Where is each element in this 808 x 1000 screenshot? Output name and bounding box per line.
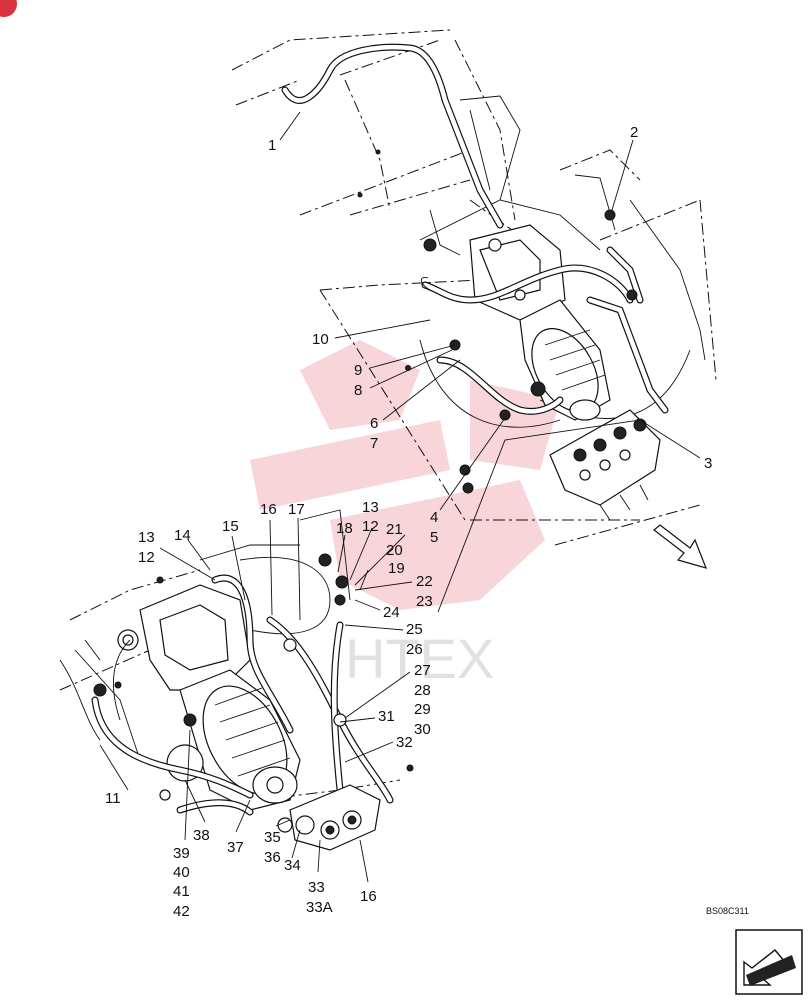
- callout-label: 18: [336, 520, 353, 537]
- callout-label: 41: [173, 883, 190, 900]
- callout-label: 40: [173, 864, 190, 881]
- callout-label: 35: [264, 829, 281, 846]
- callout-label: 11: [105, 790, 121, 807]
- lower-hoses: [59, 574, 394, 816]
- callout-label: 30: [414, 721, 431, 738]
- callout-label: 29: [414, 701, 431, 718]
- callout-label: 7: [370, 435, 378, 452]
- callout-label: 16: [260, 501, 277, 518]
- callout-label: 25: [406, 621, 423, 638]
- lower-fittings: [93, 553, 414, 801]
- callout-label: 13: [362, 499, 379, 516]
- callout-label: 12: [362, 518, 379, 535]
- watermark-logo: HTEX: [250, 340, 560, 690]
- callout-label: 14: [174, 527, 191, 544]
- upper-hose-1: [281, 43, 504, 229]
- callout-label: 38: [193, 827, 210, 844]
- callout-label: 20: [386, 542, 403, 559]
- callout-label: 24: [383, 604, 400, 621]
- drawing-code: BS08C311: [706, 906, 749, 916]
- callout-label: 27: [414, 662, 431, 679]
- orientation-arrow-icon: [653, 524, 708, 569]
- callout-label: 8: [354, 382, 362, 399]
- upper-hoses: [421, 246, 669, 415]
- callout-label: 28: [414, 682, 431, 699]
- callout-label: 16: [360, 888, 377, 905]
- callout-label: 36: [264, 849, 281, 866]
- corner-nav-icon[interactable]: [0, 0, 17, 17]
- callout-labels: 1 2 3 10 9 8 6 7 4 5 13 12 14 15 16 17 1…: [105, 124, 712, 920]
- callout-label: 4: [430, 509, 438, 526]
- callout-label: 22: [416, 573, 433, 590]
- callout-label: 13: [138, 529, 155, 546]
- lower-control-valve: [277, 784, 381, 851]
- callout-label: 26: [406, 641, 423, 658]
- callout-label: 42: [173, 903, 190, 920]
- upper-control-valve: [549, 409, 661, 521]
- callout-label: 10: [312, 331, 329, 348]
- callout-label: 32: [396, 734, 413, 751]
- callout-label: 23: [416, 593, 433, 610]
- corner-nav-icon[interactable]: [735, 929, 803, 995]
- callout-label: 33A: [306, 899, 333, 916]
- callout-label: 1: [268, 137, 276, 154]
- callout-label: 31: [378, 708, 395, 725]
- callout-label: 19: [388, 560, 405, 577]
- callout-label: 34: [284, 857, 301, 874]
- leader-lines: [99, 111, 701, 883]
- callout-label: 2: [630, 124, 638, 141]
- callout-label: 5: [430, 529, 438, 546]
- watermark-text: HTEX: [345, 627, 494, 690]
- callout-label: 33: [308, 879, 325, 896]
- callout-label: 6: [370, 415, 378, 432]
- callout-label: 9: [354, 362, 362, 379]
- callout-label: 21: [386, 521, 403, 538]
- callout-label: 37: [227, 839, 244, 856]
- callout-label: 12: [138, 549, 155, 566]
- callout-label: 3: [704, 455, 712, 472]
- upper-fittings: [357, 149, 638, 494]
- callout-label: 39: [173, 845, 190, 862]
- callout-label: 15: [222, 518, 239, 535]
- callout-label: 17: [288, 501, 305, 518]
